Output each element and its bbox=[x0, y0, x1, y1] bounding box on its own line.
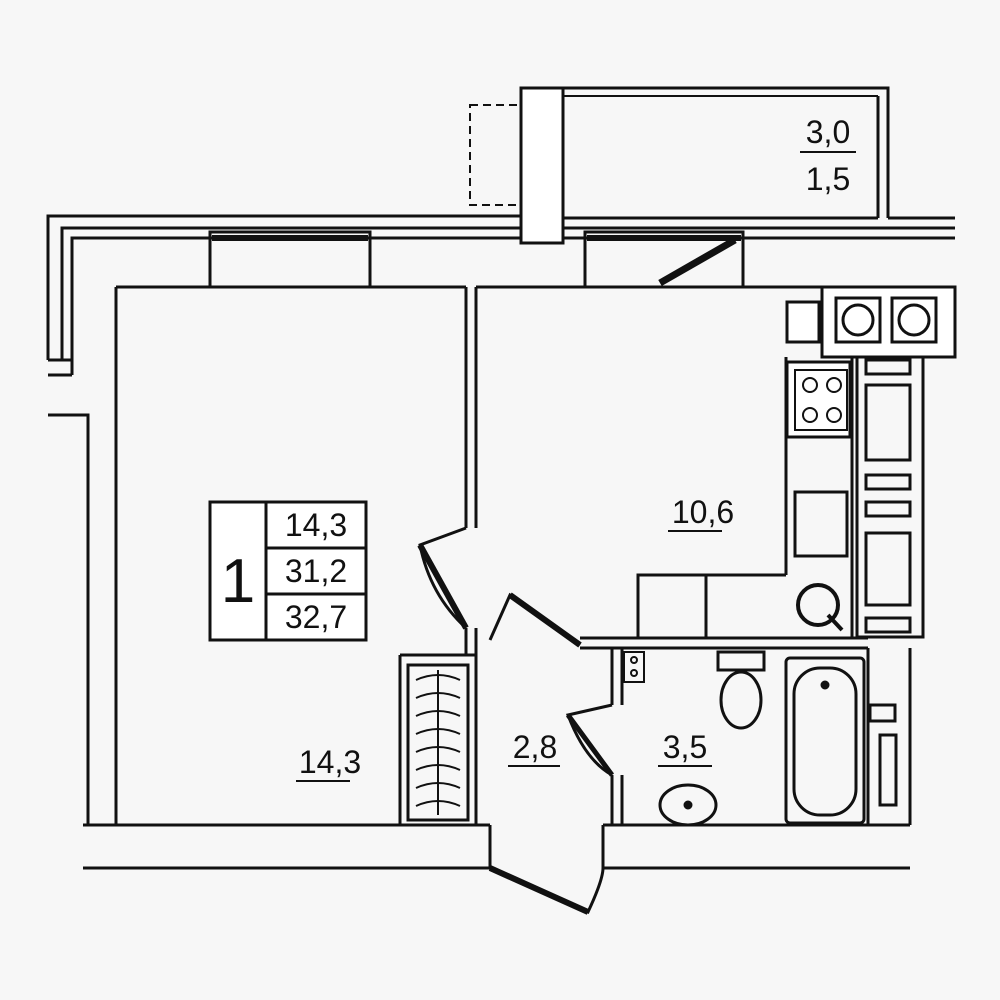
walls bbox=[48, 285, 912, 870]
balcony-area: 3,0 bbox=[806, 114, 850, 150]
toilet-icon bbox=[716, 650, 766, 730]
ventilation-shafts bbox=[785, 285, 957, 359]
summary-total-area: 31,2 bbox=[285, 553, 347, 589]
wardrobe bbox=[406, 663, 470, 822]
bath-sink-icon bbox=[623, 651, 645, 683]
bathtub-icon bbox=[784, 656, 866, 825]
rooms-count: 1 bbox=[221, 547, 255, 616]
bathroom-area: 3,5 bbox=[663, 729, 707, 765]
balcony-reduced-area: 1,5 bbox=[806, 161, 850, 197]
sink-icon bbox=[796, 583, 844, 632]
area-summary-box bbox=[208, 500, 368, 642]
doors bbox=[417, 526, 615, 915]
summary-living-area: 14,3 bbox=[285, 507, 347, 543]
kitchen-counter bbox=[636, 357, 854, 640]
hallway-area: 2,8 bbox=[513, 729, 557, 765]
balcony bbox=[469, 86, 890, 245]
kitchen-area: 10,6 bbox=[672, 494, 734, 530]
stove-icon bbox=[794, 369, 848, 431]
living-room-area: 14,3 bbox=[299, 744, 361, 780]
service-strip bbox=[855, 355, 925, 807]
washbasin-icon bbox=[658, 783, 718, 827]
summary-total-area-balcony: 32,7 bbox=[285, 599, 347, 635]
